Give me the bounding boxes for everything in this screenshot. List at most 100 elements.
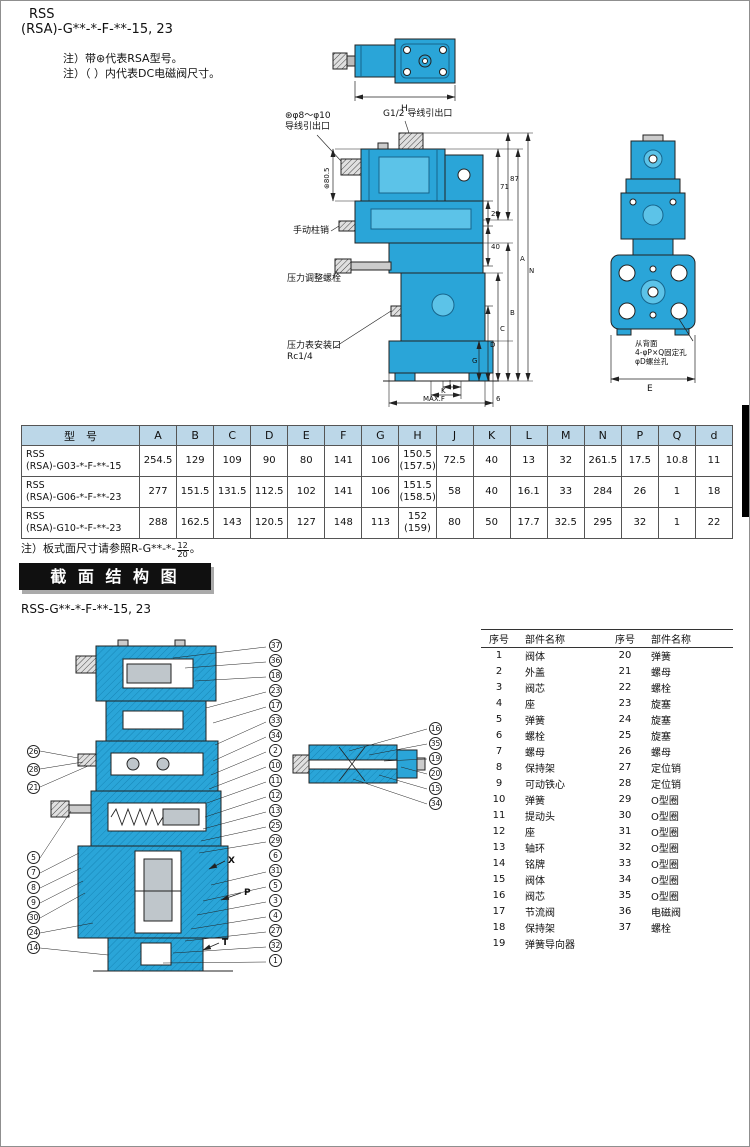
port-label-x: X [228, 856, 235, 866]
note-line-1: 注）带⊛代表RSA型号。 [63, 52, 183, 65]
back-note-line1: 从背面 [635, 339, 658, 348]
callout-27: 27 [269, 924, 282, 937]
dim-value-cell: 40 [472, 476, 511, 508]
callout-18: 18 [269, 669, 282, 682]
header-notes: 注）带⊛代表RSA型号。 注）（ ）内代表DC电磁阀尺寸。 [63, 51, 220, 81]
part-number: 37 [618, 922, 632, 933]
part-name: 提动头 [525, 812, 555, 823]
dim-71: 71 [500, 183, 509, 191]
part-number: 23 [618, 698, 632, 709]
part-number: 35 [618, 890, 632, 901]
part-name: 定位销 [651, 780, 681, 791]
dim-column-header: F [324, 425, 363, 446]
side-view-svg: E [610, 134, 696, 394]
back-note-line2: 4-φP×Q固定孔 [635, 348, 687, 357]
dim-value-cell: 33 [546, 476, 585, 508]
front-view-svg: ⊛80.5 25 40 71 87 A N B C D G J K MAX.F … [316, 120, 534, 407]
fraction-numerator: 12 [176, 541, 189, 551]
table-note-suffix: 。 [189, 542, 201, 555]
model-cell: RSS(RSA)-G06-*-F-**-23 [21, 476, 140, 508]
part-name: 阀体 [525, 876, 545, 887]
dim-column-header: K [472, 425, 511, 446]
dim-column-header: H [398, 425, 437, 446]
dim-value-cell: 151.5(158.5) [398, 476, 437, 508]
part-name: 可动铁心 [525, 780, 565, 791]
callout-15: 15 [429, 782, 442, 795]
callout-29: 29 [269, 834, 282, 847]
part-name: 螺栓 [651, 924, 671, 935]
callout-5: 5 [269, 879, 282, 892]
dim-column-header: M [546, 425, 585, 446]
callout-23: 23 [269, 684, 282, 697]
callout-17: 17 [269, 699, 282, 712]
dim-value-cell: 90 [250, 445, 289, 477]
part-number: 26 [618, 746, 632, 757]
dim-87: 87 [510, 175, 519, 183]
dim-value-cell: 40 [472, 445, 511, 477]
front-view-drawing: ⊛80.5 25 40 71 87 A N B C D G J K MAX.F … [283, 109, 535, 413]
dim-value-cell: 288 [138, 507, 178, 539]
callout-34: 34 [269, 729, 282, 742]
dim-value-cell: 295 [583, 507, 622, 539]
throttle-valve [292, 744, 426, 784]
callout-9: 9 [27, 896, 40, 909]
dim-80-5: ⊛80.5 [323, 168, 331, 189]
callout-37: 37 [269, 639, 282, 652]
callout-14: 14 [27, 941, 40, 954]
part-name: 阀芯 [525, 684, 545, 695]
dim-value-cell: 141 [324, 445, 363, 477]
part-name: 螺母 [525, 748, 545, 759]
dim-N: N [529, 267, 534, 275]
port-arrows [202, 860, 242, 951]
part-number: 20 [618, 650, 632, 662]
part-number: 25 [618, 730, 632, 741]
fraction-denominator: 20 [177, 550, 188, 559]
part-number: 30 [618, 810, 632, 821]
dim-value-cell: 151.5 [176, 476, 215, 508]
dim-B: B [510, 309, 515, 317]
section-header: 截 面 结 构 图 [19, 563, 211, 590]
part-name: 旋塞 [651, 700, 671, 711]
part-name: 弹簧导向器 [525, 940, 575, 951]
dim-H: H [401, 104, 408, 114]
part-name: 保持架 [525, 764, 555, 775]
part-name: 螺母 [651, 748, 671, 759]
part-name: 座 [525, 700, 535, 711]
top-view-valve [332, 38, 456, 84]
dim-G: G [472, 357, 477, 365]
part-name: 阀芯 [525, 892, 545, 903]
dim-A: A [520, 255, 525, 263]
part-number: 13 [492, 842, 506, 853]
dim-column-header: E [287, 425, 326, 446]
callout-35: 35 [429, 737, 442, 750]
callout-4: 4 [269, 909, 282, 922]
callout-7: 7 [27, 866, 40, 879]
dim-C: C [500, 325, 505, 333]
dim-value-cell: 152(159) [398, 507, 437, 539]
dim-column-header: d [694, 425, 734, 446]
dim-value-cell: 1 [657, 507, 696, 539]
part-number: 31 [618, 826, 632, 837]
parts-column-header: 序号 [481, 629, 517, 648]
side-view-valve [610, 134, 696, 336]
dim-column-header: C [213, 425, 252, 446]
part-number: 33 [618, 858, 632, 869]
dim-6: 6 [496, 395, 501, 403]
side-view-dim-lines [610, 318, 696, 383]
callout-8: 8 [27, 881, 40, 894]
parts-column-header: 序号 [607, 629, 643, 648]
dim-value-cell: 32 [546, 445, 585, 477]
dim-value-cell: 127 [287, 507, 326, 539]
part-name: 铭牌 [525, 860, 545, 871]
back-mounting-note: 从背面 4-φP×Q固定孔 φD螺丝孔 [635, 339, 687, 366]
